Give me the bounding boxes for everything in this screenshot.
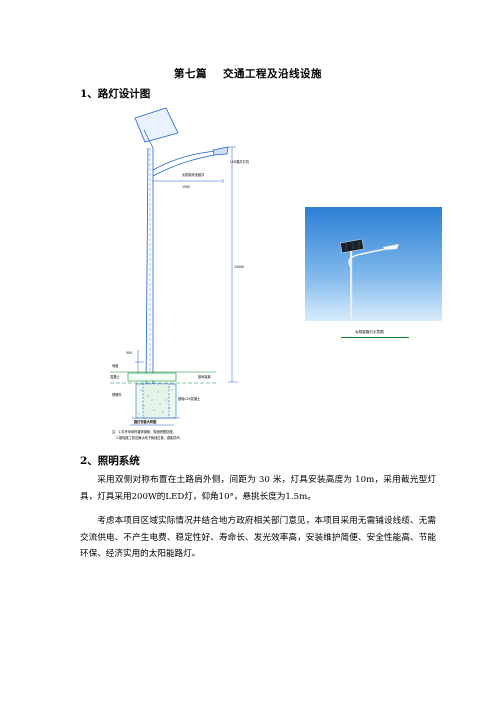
streetlight-drawing: LED路灯灯具 太阳能电池组件 1500 10000 500 地面 混凝土 接地… [110, 107, 250, 440]
label-base-left: 混凝土 [110, 374, 120, 379]
label-base-right: 接地装置 [198, 374, 211, 379]
label-pit: 基础C25混凝土 [178, 396, 201, 401]
section-heading-lighting: 2、照明系统 [80, 455, 140, 467]
photo-arm [348, 247, 392, 268]
photo-caption: 太阳能路灯示意图 [355, 330, 384, 334]
label-note1: 注：1.灯杆采用热镀锌钢管，表面喷塑处理。 [112, 429, 176, 434]
label-base-h: 500 [126, 351, 132, 355]
label-arm-len: 1500 [182, 185, 190, 189]
label-arm: 太阳能电池组件 [182, 172, 205, 177]
label-note2: 2.基础施工前应确认地下管线位置，避免损坏。 [116, 435, 183, 440]
footing-hatch [138, 389, 173, 415]
solar-light-photo [305, 207, 442, 321]
label-height: 10000 [234, 265, 244, 269]
photo-lamp [382, 243, 400, 251]
label-footing: 预埋件 [112, 392, 122, 397]
sky-background [305, 207, 442, 321]
label-bottom-title: 路灯安装大样图 [134, 419, 156, 424]
pole-left [145, 147, 149, 391]
chapter-part: 第七篇 [174, 68, 207, 80]
lamp-arm [152, 149, 224, 171]
chapter-name: 交通工程及沿线设施 [223, 68, 322, 80]
solar-panel [134, 107, 179, 143]
base-plinth [127, 372, 177, 382]
photo-pole [350, 251, 353, 321]
label-lamp: LED路灯灯具 [230, 159, 250, 164]
paragraph-solar: 考虑本项目区域实际情况并结合地方政府相关部门意见，本项目采用无需铺设线缆、无需交… [80, 516, 436, 559]
photo-caption-rule [341, 337, 409, 338]
label-ground: 地面 [112, 363, 118, 368]
chapter-title: 第七篇 交通工程及沿线设施 [0, 66, 496, 81]
paragraph-layout: 采用双侧对称布置在土路肩外侧，间距为 30 米，灯具安装高度为 10m，采用截光… [80, 475, 436, 502]
section-heading-design: 1、路灯设计图 [80, 88, 151, 100]
lamp-head [212, 146, 229, 156]
